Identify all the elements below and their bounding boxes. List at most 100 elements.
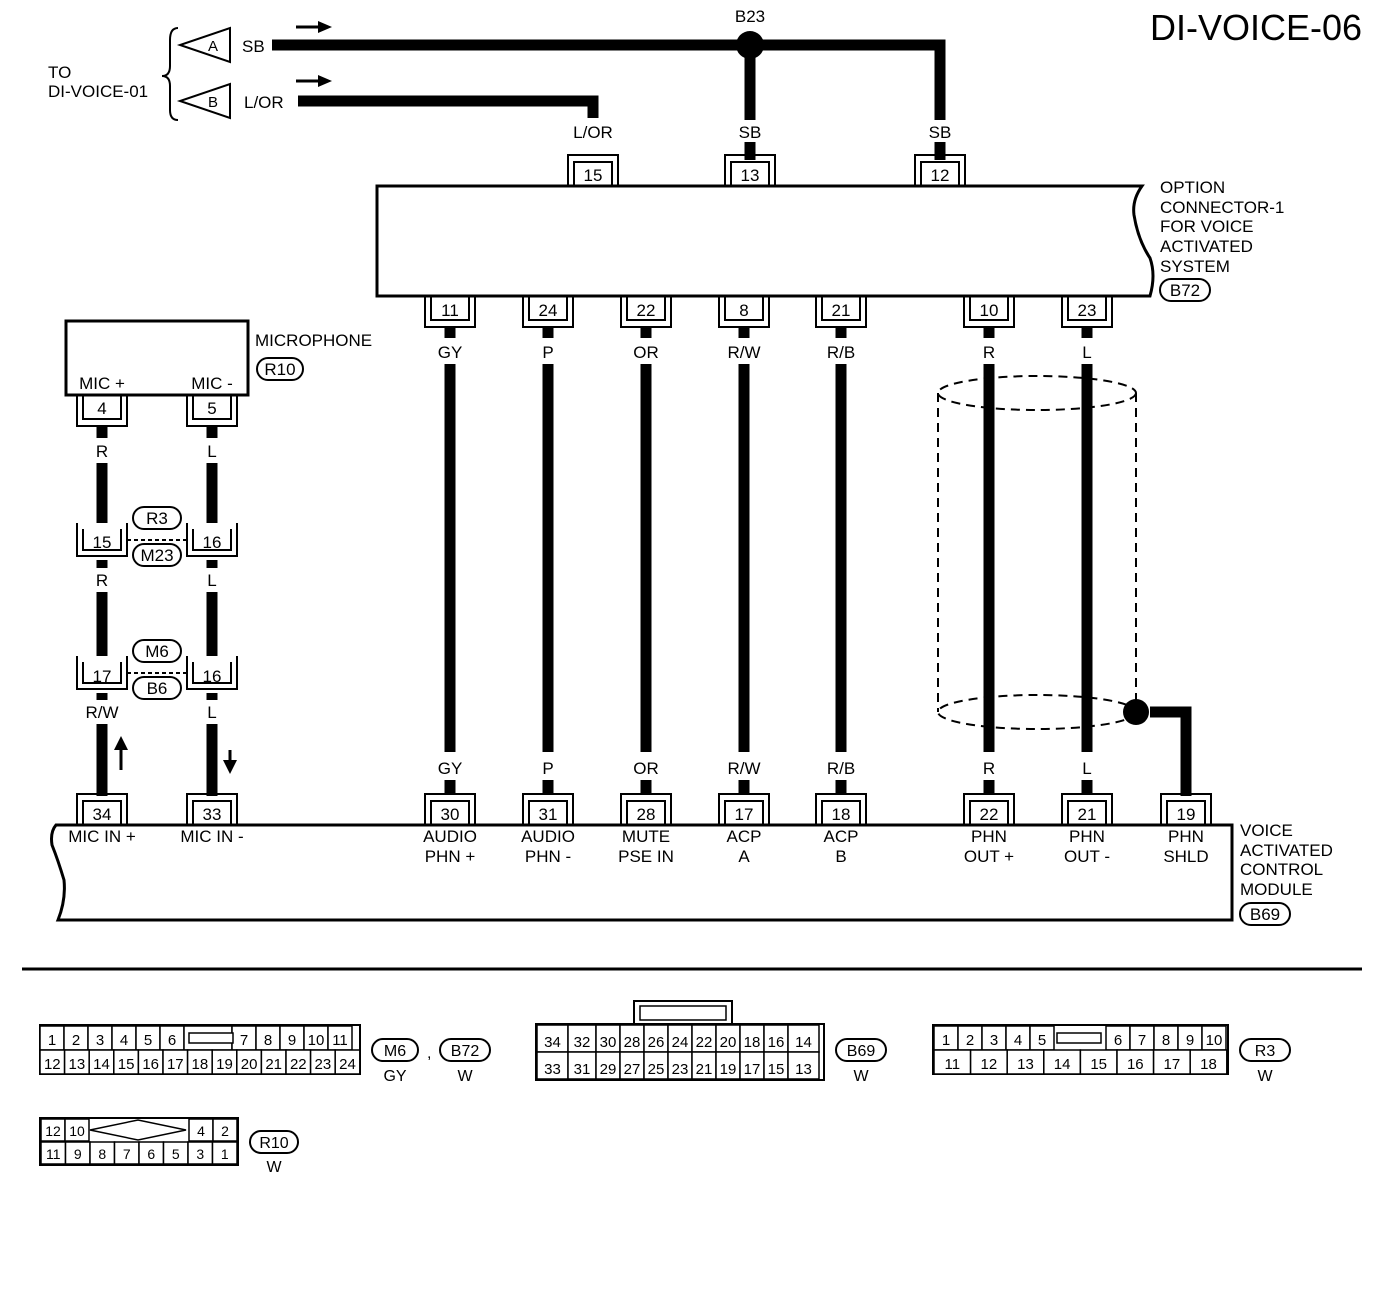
pin-number: 33 (203, 805, 222, 824)
cavity-number: 15 (1090, 1056, 1107, 1073)
connector-ref-badge (249, 1130, 299, 1154)
wire-color: GY (438, 343, 463, 362)
cavity (113, 1049, 140, 1075)
bracket (161, 27, 179, 121)
connector-color: W (457, 1068, 473, 1085)
cavity (111, 1025, 137, 1051)
cavity-number: 1 (48, 1032, 56, 1049)
option-connector-ref: B72 (1170, 281, 1200, 300)
cavity-number: 14 (1054, 1056, 1071, 1073)
wire-color: GY (438, 759, 463, 778)
connector-color: W (1257, 1068, 1273, 1085)
mic-wire1-color: R (96, 442, 108, 461)
pin-function-label: AUDIO (423, 827, 477, 846)
cavity (787, 1051, 820, 1080)
cavity-number: 17 (744, 1061, 761, 1078)
svg-text:SB: SB (929, 123, 952, 142)
cavity-number: 17 (1164, 1056, 1181, 1073)
module-body (50, 823, 1234, 922)
cavity-number: 2 (966, 1032, 974, 1049)
pin-number: 18 (832, 805, 851, 824)
cavity-number: 32 (574, 1034, 591, 1051)
pin-function-label: ACP (824, 827, 859, 846)
pin-number: 31 (539, 805, 558, 824)
joint-connector-m6-b6: 17 16 M6 B6 (76, 639, 238, 700)
cavity-number: 24 (672, 1034, 689, 1051)
shield-cylinder (937, 375, 1137, 730)
svg-text:15: 15 (93, 533, 112, 552)
pin-number: 24 (539, 301, 558, 320)
cavity-number: 19 (216, 1056, 233, 1073)
cavity-number: 26 (648, 1034, 665, 1051)
connector-ref-badge (1239, 1038, 1291, 1062)
pin-function-label: PHN (971, 827, 1007, 846)
cavity-number: 3 (96, 1032, 104, 1049)
cavity (691, 1051, 717, 1080)
svg-text:15: 15 (584, 166, 603, 185)
b72-bottom-pin: 23L (1061, 296, 1113, 752)
connector-b-symbol (176, 82, 231, 120)
wire-b-color: L/OR (244, 93, 284, 112)
cavity-number: 14 (795, 1034, 812, 1051)
svg-text:16: 16 (203, 533, 222, 552)
connector-ref-badge (439, 1038, 491, 1062)
cavity (1043, 1049, 1082, 1075)
b72-pin15-color: L/OR (573, 123, 613, 142)
wire-color: R (983, 759, 995, 778)
pin-number: 30 (441, 805, 460, 824)
pin-number: 23 (1078, 301, 1097, 320)
cavity (739, 1051, 765, 1080)
cavity-number: 22 (290, 1056, 307, 1073)
mic-pin: 4 (76, 395, 128, 427)
option-connector-name-4: ACTIVATED (1160, 237, 1253, 256)
module-ref: B69 (1250, 905, 1280, 924)
cavity-number: 6 (1114, 1032, 1122, 1049)
cavity-number: 16 (142, 1056, 159, 1073)
mic-pin: 5 (186, 395, 238, 427)
connector-ref: M6 (384, 1043, 406, 1060)
pin-number: 8 (739, 301, 748, 320)
connector-a-label: A (208, 38, 218, 55)
cavity-number: 15 (118, 1056, 135, 1073)
wire-color: R (983, 343, 995, 362)
cavity (135, 1025, 161, 1051)
pin-function-label: AUDIO (521, 827, 575, 846)
cavity-number: 21 (696, 1061, 713, 1078)
splice-b23-label: B23 (735, 7, 765, 26)
module-name-4: MODULE (1240, 880, 1313, 899)
cavity-number: 16 (1127, 1056, 1144, 1073)
pin-number: 10 (980, 301, 999, 320)
arrow-down-icon (223, 750, 237, 774)
wire-color: R/B (827, 759, 855, 778)
cavity-number: 29 (600, 1061, 617, 1078)
cavity-number: 6 (168, 1032, 176, 1049)
cavity (211, 1141, 238, 1165)
svg-text:SB: SB (739, 123, 762, 142)
module-name-1: VOICE (1240, 821, 1293, 840)
wire-color: P (542, 343, 553, 362)
cavity-number: 33 (544, 1061, 561, 1078)
microphone-name: MICROPHONE (255, 331, 372, 350)
cavity-number: 8 (264, 1032, 272, 1049)
cavity-number: 3 (990, 1032, 998, 1049)
cavity (1116, 1049, 1155, 1075)
microphone-ref-badge (256, 357, 304, 381)
pin-number: 21 (1078, 805, 1097, 824)
cavity (39, 1049, 66, 1075)
connector-color: W (853, 1068, 869, 1085)
wire-lor (298, 95, 599, 118)
b72-top-pin: 12 SB (914, 120, 966, 186)
svg-text:5: 5 (207, 399, 216, 418)
cavity-number: 10 (308, 1032, 325, 1049)
connector-ref: R10 (259, 1135, 288, 1152)
pin-number: 17 (735, 805, 754, 824)
